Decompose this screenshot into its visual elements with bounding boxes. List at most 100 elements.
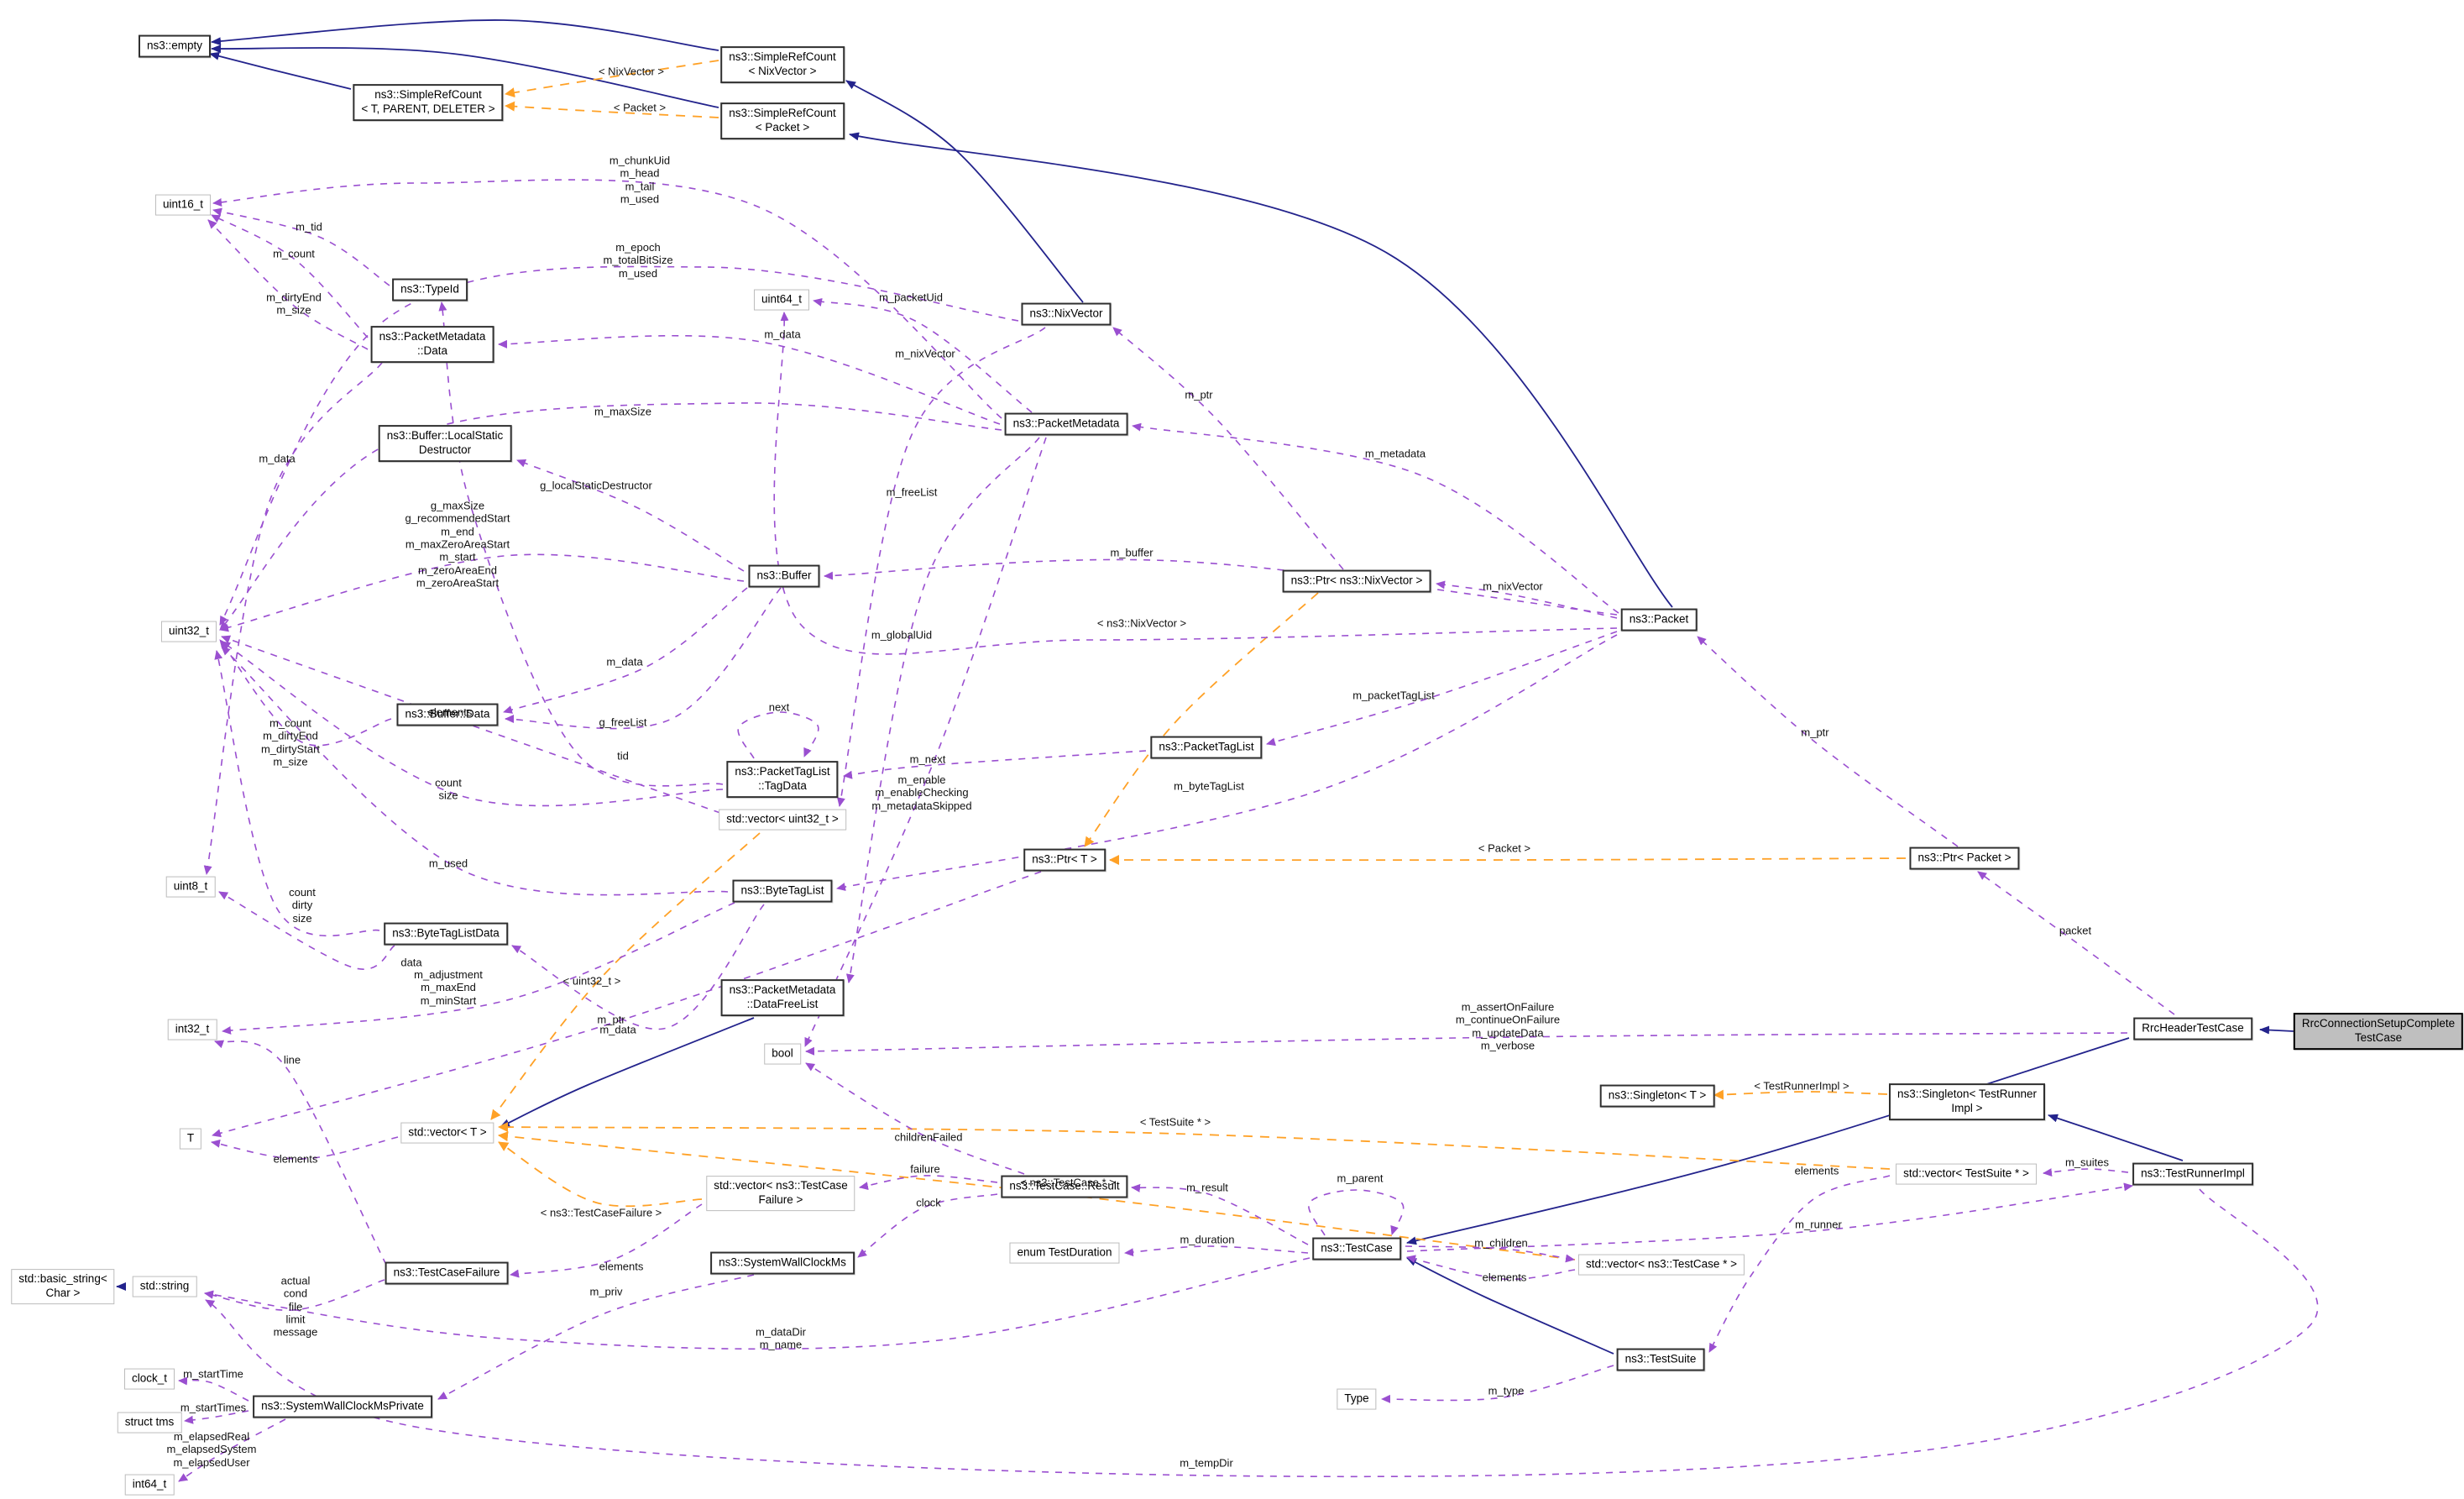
member-edge <box>498 334 1001 425</box>
member-edge <box>503 587 748 714</box>
member-edge <box>805 1062 1025 1175</box>
member-edge <box>211 214 369 338</box>
class-node-bytetaglistdata[interactable]: ns3::ByteTagListData <box>384 922 508 946</box>
class-node-testcase[interactable]: ns3::TestCase <box>1312 1237 1401 1261</box>
class-node-src-packet[interactable]: ns3::SimpleRefCount < Packet > <box>720 102 845 139</box>
class-node-testcase-result[interactable]: ns3::TestCase::Result <box>1001 1175 1128 1198</box>
template-edge <box>1713 1089 1888 1100</box>
class-node-systemwallclockms[interactable]: ns3::SystemWallClockMs <box>710 1251 855 1275</box>
class-node-vector-testcasefailure: std::vector< ns3::TestCase Failure > <box>706 1176 855 1211</box>
member-edge <box>204 1279 385 1312</box>
member-edge <box>184 1410 249 1424</box>
member-edge <box>805 1032 2128 1056</box>
member-edge <box>1697 636 1959 847</box>
member-edge <box>212 871 1042 1138</box>
inheritance-edge <box>211 19 719 51</box>
member-edge <box>212 207 390 286</box>
class-node-enum-testduration: enum TestDuration <box>1009 1242 1120 1264</box>
class-node-packet[interactable]: ns3::Packet <box>1620 608 1698 632</box>
inheritance-edge <box>2259 1025 2294 1035</box>
member-edge <box>845 437 1040 983</box>
class-node-packetmetadata-data[interactable]: ns3::PacketMetadata ::Data <box>370 326 494 363</box>
class-node-testcasefailure[interactable]: ns3::TestCaseFailure <box>385 1261 509 1285</box>
class-node-testrunnerimpl[interactable]: ns3::TestRunnerImpl <box>2132 1162 2253 1186</box>
member-edge <box>214 650 380 937</box>
member-edge <box>516 459 745 572</box>
class-node-struct-tms: struct tms <box>117 1412 182 1433</box>
member-edge <box>737 711 819 759</box>
inheritance-edge <box>849 132 1673 608</box>
member-edge <box>1381 1365 1614 1403</box>
class-node-src-t[interactable]: ns3::SimpleRefCount < T, PARENT, DELETER… <box>353 84 504 121</box>
class-node-uint16-t: uint16_t <box>154 194 212 216</box>
member-edge <box>1708 1175 1891 1353</box>
class-node-nixvector[interactable]: ns3::NixVector <box>1021 302 1112 326</box>
member-edge <box>857 1193 998 1258</box>
member-edge <box>510 1203 703 1278</box>
member-edge <box>773 312 1618 655</box>
class-node-rrcconnectionsetupcompletetestcase[interactable]: RrcConnectionSetupComplete TestCase <box>2293 1013 2464 1050</box>
member-edge <box>212 179 1002 419</box>
edges-group <box>116 19 2319 1482</box>
member-edge <box>1112 327 1344 570</box>
member-edge <box>1406 1182 2133 1252</box>
member-edge <box>207 219 369 350</box>
class-node-bytetaglist[interactable]: ns3::ByteTagList <box>732 879 833 903</box>
class-node-uint32-t: uint32_t <box>160 621 217 642</box>
class-node-singleton-testrunnerimpl[interactable]: ns3::Singleton< TestRunner Impl > <box>1889 1083 2045 1120</box>
class-node-basic-string: std::basic_string< Char > <box>11 1269 115 1304</box>
class-node-int32-t: int32_t <box>167 1019 217 1040</box>
class-node-ptr-t[interactable]: ns3::Ptr< T > <box>1023 848 1106 872</box>
class-node-src-nixvector[interactable]: ns3::SimpleRefCount < NixVector > <box>720 46 845 83</box>
member-edge <box>1124 1245 1309 1257</box>
template-edge <box>1084 592 1319 847</box>
member-edge <box>1132 422 1619 614</box>
class-node-buffer[interactable]: ns3::Buffer <box>748 564 820 588</box>
class-node-testsuite[interactable]: ns3::TestSuite <box>1616 1348 1705 1371</box>
inheritance-edge <box>1406 1037 2130 1245</box>
member-edge <box>836 634 1618 891</box>
member-edge <box>1131 1183 1309 1245</box>
class-node-vector-testsuite: std::vector< TestSuite * > <box>1896 1163 2037 1185</box>
member-edge <box>218 891 395 970</box>
class-node-ptr-packet[interactable]: ns3::Ptr< Packet > <box>1909 846 2020 870</box>
class-node-uint64-t: uint64_t <box>753 289 810 311</box>
class-node-buffer-localstaticdestructor[interactable]: ns3::Buffer::LocalStatic Destructor <box>378 425 512 462</box>
member-edge <box>836 327 1046 807</box>
inheritance-edge <box>845 80 1084 303</box>
template-edge <box>505 60 719 98</box>
member-edge <box>1308 1189 1405 1236</box>
member-edge <box>438 301 724 787</box>
member-edge <box>204 1257 1310 1350</box>
template-edge <box>498 1141 703 1208</box>
class-node-vector-uint32: std::vector< uint32_t > <box>719 809 846 831</box>
class-node-packetmetadata-datafreelist[interactable]: ns3::PacketMetadata ::DataFreeList <box>720 979 845 1016</box>
class-node-buffer-data[interactable]: ns3::Buffer::Data <box>396 703 499 726</box>
member-edge <box>211 1136 399 1160</box>
class-node-uint8-t: uint8_t <box>165 876 216 898</box>
member-edge <box>178 1418 286 1482</box>
class-node-packetmetadata[interactable]: ns3::PacketMetadata <box>1004 412 1128 436</box>
inheritance-edge <box>2048 1114 2184 1161</box>
class-node-rrcheadertestcase[interactable]: RrcHeaderTestCase <box>2133 1017 2252 1040</box>
class-node-ptr-nixvector[interactable]: ns3::Ptr< ns3::NixVector > <box>1282 569 1431 593</box>
member-edge <box>1977 871 2175 1015</box>
inheritance-edge <box>1406 1257 1614 1355</box>
class-node-singleton-t[interactable]: ns3::Singleton< T > <box>1599 1084 1715 1108</box>
class-node-t: T <box>179 1128 202 1150</box>
member-edge <box>205 1188 2319 1478</box>
class-node-typeid[interactable]: ns3::TypeId <box>392 278 468 301</box>
class-node-systemwallclockmsprivate[interactable]: ns3::SystemWallClockMsPrivate <box>253 1395 432 1418</box>
member-edge <box>1436 580 1618 619</box>
member-edge <box>505 587 782 730</box>
class-node-packettaglist[interactable]: ns3::PacketTagList <box>1150 736 1263 759</box>
class-node-vector-t: std::vector< T > <box>400 1122 494 1144</box>
member-edge <box>214 1040 387 1266</box>
class-node-packettaglist-tagdata[interactable]: ns3::PacketTagList ::TagData <box>726 761 839 798</box>
member-edge <box>804 437 1047 1047</box>
member-edge <box>1406 1255 1576 1281</box>
member-edge <box>219 402 1002 631</box>
member-edge <box>1266 631 1618 747</box>
class-node-empty[interactable]: ns3::empty <box>138 34 212 58</box>
